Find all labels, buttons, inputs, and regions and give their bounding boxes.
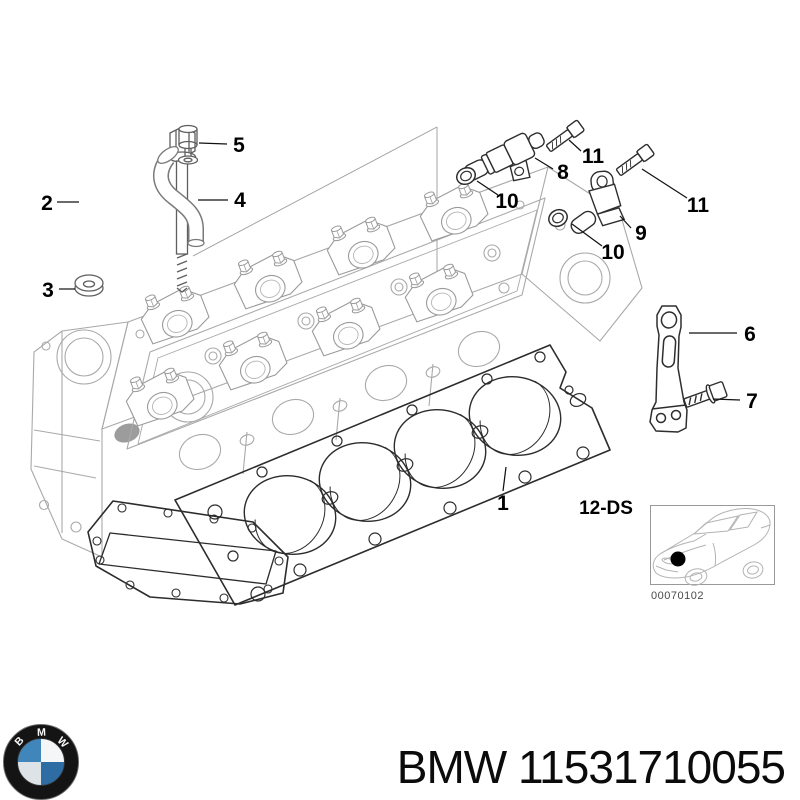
callout-5: 5 (233, 134, 245, 157)
car-inset: 00070102 (650, 505, 775, 602)
callout-4: 4 (234, 189, 246, 212)
timing-cover-gasket (87, 500, 289, 605)
car-sketch (652, 508, 771, 586)
leader-lines (57, 139, 741, 492)
callout-2: 2 (41, 192, 53, 215)
gasket-holes (207, 351, 590, 602)
section-plane-lines (192, 126, 438, 298)
callout-labels: 1 2 3 4 5 6 7 8 9 10 10 11 11 (41, 134, 758, 515)
logo-ring (3, 724, 79, 800)
callout-8: 8 (557, 161, 569, 184)
head-gasket-set (87, 344, 611, 606)
bracket-bolt-7 (683, 381, 728, 408)
callout-11b: 11 (687, 194, 710, 217)
image-code: 00070102 (651, 590, 704, 602)
camshaft-sensor-8 (463, 132, 545, 182)
callout-10a: 10 (495, 190, 518, 213)
logo-letter-m: M (37, 727, 46, 739)
callout-9: 9 (635, 222, 647, 245)
vent-hose-4 (153, 146, 205, 248)
lifting-bracket-6 (649, 305, 688, 433)
callout-7: 7 (746, 390, 758, 413)
head-gasket-outline (174, 344, 611, 606)
washer-3 (74, 274, 104, 297)
callout-3: 3 (42, 279, 54, 302)
location-dot (670, 551, 686, 567)
callout-1: 1 (497, 492, 509, 515)
bmw-logo: B M W (2, 723, 80, 800)
part-number-text: BMW 11531710055 (396, 741, 786, 793)
o-ring-10b (545, 205, 571, 231)
section-code: 12-DS (579, 498, 633, 519)
cylinder-head-drawing (30, 126, 643, 558)
callout-10b: 10 (601, 241, 624, 264)
callout-6: 6 (744, 323, 756, 346)
cylinder-bores (243, 375, 562, 556)
callout-11a: 11 (582, 145, 605, 168)
camshaft-sensor-9 (570, 170, 626, 235)
hose-bolt-5 (177, 124, 199, 165)
